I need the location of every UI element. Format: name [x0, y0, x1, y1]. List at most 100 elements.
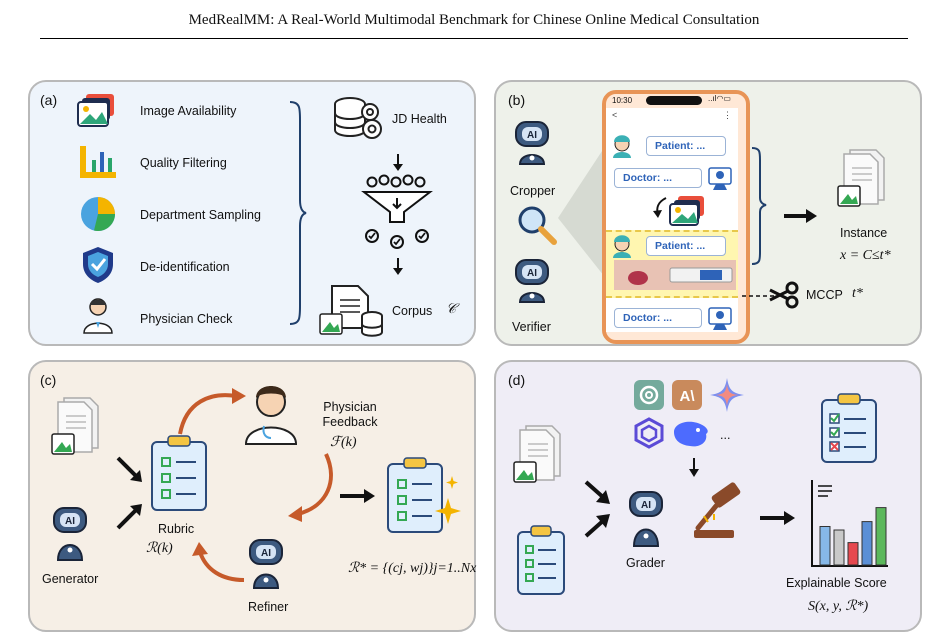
gemini-logo-icon	[710, 378, 744, 412]
patient-message-1: Patient: ...	[646, 136, 726, 156]
instance-label: Instance	[840, 226, 888, 240]
rubric-symbol: ℛ(k)	[146, 541, 173, 556]
patient-message-2: Patient: ...	[646, 236, 726, 256]
svg-text:AI: AI	[65, 516, 75, 527]
arrow-to-final-rubric	[340, 489, 375, 503]
phone-notch	[646, 96, 702, 105]
panel-d-label: (d)	[508, 372, 526, 388]
arrow-down-2	[393, 258, 403, 275]
brace-a	[289, 101, 307, 325]
phone-nav: < ⋮	[606, 108, 738, 124]
final-rubric-icon	[387, 457, 461, 533]
mccp-symbol: t*	[852, 286, 863, 301]
step-department-sampling: Department Sampling	[140, 208, 261, 222]
doctor-message-1: Doctor: ...	[614, 168, 702, 188]
generator-label: Generator	[42, 572, 99, 586]
openai-logo-icon	[634, 380, 664, 410]
physician-icon	[83, 298, 113, 334]
panel-b-label: (b)	[508, 92, 526, 108]
feedback-symbol: ℱ(k)	[330, 435, 357, 450]
cycle-arrow-to-rubric	[192, 542, 245, 582]
panel-a-label: (a)	[40, 92, 58, 108]
step-physician-check: Physician Check	[140, 312, 233, 326]
magnifier-icon	[518, 206, 557, 245]
input-doc-icon-d	[513, 425, 561, 483]
gavel-icon	[694, 482, 741, 538]
corpus-icon	[319, 285, 383, 337]
phone-status-time: 10:30	[612, 96, 633, 105]
doctor-message-2: Doctor: ...	[614, 308, 702, 328]
final-rubric-formula: ℛ* = {(cj, wj)}j=1..Nx	[348, 561, 477, 576]
qwen-logo-icon	[634, 417, 664, 449]
svg-text:AI: AI	[641, 500, 651, 511]
score-label: Explainable Score	[786, 576, 887, 590]
patient-avatar-icon	[613, 135, 631, 158]
instance-formula: x = C≤t*	[840, 248, 891, 263]
arrow-doc-to-grader	[584, 480, 610, 504]
grader-robot-icon: AI	[629, 491, 663, 547]
step-de-identification: De-identification	[140, 260, 230, 274]
svg-text:A\: A\	[680, 388, 696, 405]
grader-label: Grader	[626, 556, 665, 570]
source-jd-health: JD Health	[392, 112, 447, 126]
score-formula: S(x, y, ℛ*)	[808, 599, 869, 614]
score-bar-3	[847, 542, 859, 566]
pie-chart-icon	[81, 197, 115, 231]
cycle-arrow-to-physician	[178, 388, 246, 435]
verifier-robot-icon: AI	[515, 259, 549, 303]
svg-text:AI: AI	[527, 130, 537, 141]
zoom-beam	[558, 148, 604, 276]
step-image-availability: Image Availability	[140, 104, 237, 118]
score-bar-chart	[811, 480, 888, 567]
mccp-label: MCCP	[806, 288, 843, 302]
paper-title: MedRealMM: A Real-World Multimodal Bench…	[188, 12, 760, 28]
scissors-icon	[769, 281, 799, 309]
arrow-right-b	[784, 209, 817, 223]
image-stack-icon-b	[669, 196, 704, 226]
back-icon[interactable]: <	[612, 110, 618, 120]
svg-text:AI: AI	[527, 268, 537, 279]
cropper-robot-icon: AI	[515, 121, 549, 165]
physician-avatar-icon	[244, 386, 298, 445]
shield-icon	[83, 247, 113, 283]
deepseek-logo-icon	[674, 421, 708, 447]
funnel-icon	[361, 174, 433, 249]
refiner-label: Refiner	[248, 600, 289, 614]
models-more: ...	[720, 428, 731, 442]
rubric-clipboard-icon	[151, 435, 207, 511]
arrow-gavel-to-score	[760, 511, 795, 525]
curved-arrow-b	[653, 197, 667, 218]
panel-c-label: (c)	[40, 372, 57, 388]
cycle-arrow-to-refiner	[288, 453, 333, 522]
corpus-label: Corpus	[392, 304, 433, 318]
rubric-clipboard-icon-d	[517, 525, 565, 595]
cut-line	[742, 295, 778, 297]
rubric-label: Rubric	[158, 522, 195, 536]
arrow-down-1	[393, 154, 403, 171]
verifier-label: Verifier	[512, 320, 551, 334]
score-bar-1	[819, 526, 831, 566]
arrow-rubric-to-grader	[584, 514, 610, 538]
more-icon[interactable]: ⋮	[723, 110, 732, 120]
score-bar-5	[875, 507, 887, 566]
refiner-robot-icon: AI	[249, 539, 283, 589]
ruler-filter-icon	[80, 146, 116, 178]
corpus-symbol: 𝒞	[446, 302, 457, 317]
header-rule	[40, 38, 908, 39]
arrow-models-to-grader	[689, 458, 699, 477]
database-gear-icon	[334, 97, 382, 139]
checklist-icon	[821, 393, 877, 463]
step-quality-filtering: Quality Filtering	[140, 156, 227, 170]
generator-robot-icon: AI	[53, 507, 87, 561]
score-bar-4	[861, 521, 873, 566]
doctor-avatar-icon-2	[708, 307, 732, 330]
brace-b	[751, 147, 767, 265]
anthropic-logo-icon: A\	[672, 380, 702, 410]
doctor-avatar-icon-1	[708, 167, 732, 190]
arrow-gen-to-rubric	[116, 504, 142, 530]
cropper-label: Cropper	[510, 184, 556, 198]
patient-avatar-icon-2	[613, 235, 631, 258]
svg-text:AI: AI	[261, 548, 271, 559]
image-stack-icon	[77, 94, 114, 127]
score-bar-2	[833, 529, 845, 566]
